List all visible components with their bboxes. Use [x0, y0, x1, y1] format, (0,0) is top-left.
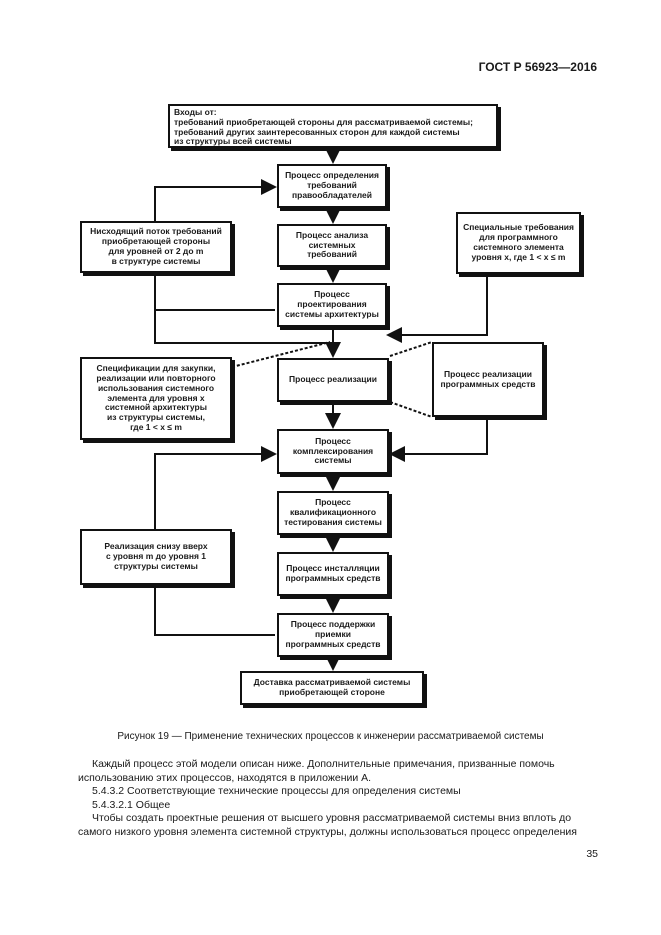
integration-box: Процесс комплексирования системы [277, 429, 389, 474]
paragraph-2: Чтобы создать проектные решения от высше… [78, 812, 577, 838]
special-requirements-box: Специальные требования для программного … [456, 212, 581, 274]
upward-realization-box: Реализация снизу вверх с уровня m до уро… [80, 529, 232, 585]
implementation-box: Процесс реализации [277, 358, 389, 402]
support-box: Процесс поддержки приемки программных ср… [277, 613, 389, 657]
installation-box: Процесс инсталляции программных средств [277, 552, 389, 596]
stakeholder-requirements-label: Процесс определения требований правообла… [285, 170, 379, 200]
specification-box: Спецификации для закупки, реализации или… [80, 357, 232, 440]
architecture-design-label: Процесс проектирования системы архитекту… [285, 289, 379, 319]
specification-label: Спецификации для закупки, реализации или… [96, 363, 216, 432]
stakeholder-requirements-box: Процесс определения требований правообла… [277, 164, 387, 208]
qualification-testing-box: Процесс квалификационного тестирования с… [277, 491, 389, 535]
installation-label: Процесс инсталляции программных средств [285, 563, 381, 583]
qualification-testing-label: Процесс квалификационного тестирования с… [284, 497, 382, 527]
implementation-label: Процесс реализации [289, 374, 377, 385]
section-heading-5-4-3-2: 5.4.3.2 Соответствующие технические проц… [92, 785, 461, 797]
downflow-label: Нисходящий поток требований приобретающе… [90, 226, 222, 266]
delivery-box: Доставка рассматриваемой системы приобре… [240, 671, 424, 705]
paragraph-1: Каждый процесс этой модели описан ниже. … [78, 758, 555, 784]
special-requirements-label: Специальные требования для программного … [463, 222, 574, 262]
downflow-box: Нисходящий поток требований приобретающе… [80, 221, 232, 273]
document-id: ГОСТ Р 56923—2016 [478, 60, 597, 74]
inputs-box: Входы от: требований приобретающей сторо… [168, 104, 498, 148]
requirements-analysis-label: Процесс анализа системных требований [295, 229, 369, 260]
figure-caption: Рисунок 19 — Применение технических проц… [117, 731, 544, 742]
page-number: 35 [586, 848, 598, 860]
integration-label: Процесс комплексирования системы [292, 435, 374, 466]
section-heading-5-4-3-2-1: 5.4.3.2.1 Общее [92, 799, 171, 811]
software-implementation-box: Процесс реализации программных средств [432, 342, 544, 417]
software-implementation-label: Процесс реализации программных средств [440, 368, 536, 389]
inputs-text: Входы от: требований приобретающей сторо… [174, 107, 473, 147]
architecture-design-box: Процесс проектирования системы архитекту… [277, 283, 387, 327]
upward-realization-label: Реализация снизу вверх с уровня m до уро… [104, 541, 208, 571]
delivery-label: Доставка рассматриваемой системы приобре… [253, 677, 411, 697]
support-label: Процесс поддержки приемки программных ср… [285, 619, 381, 649]
requirements-analysis-box: Процесс анализа системных требований [277, 224, 387, 267]
